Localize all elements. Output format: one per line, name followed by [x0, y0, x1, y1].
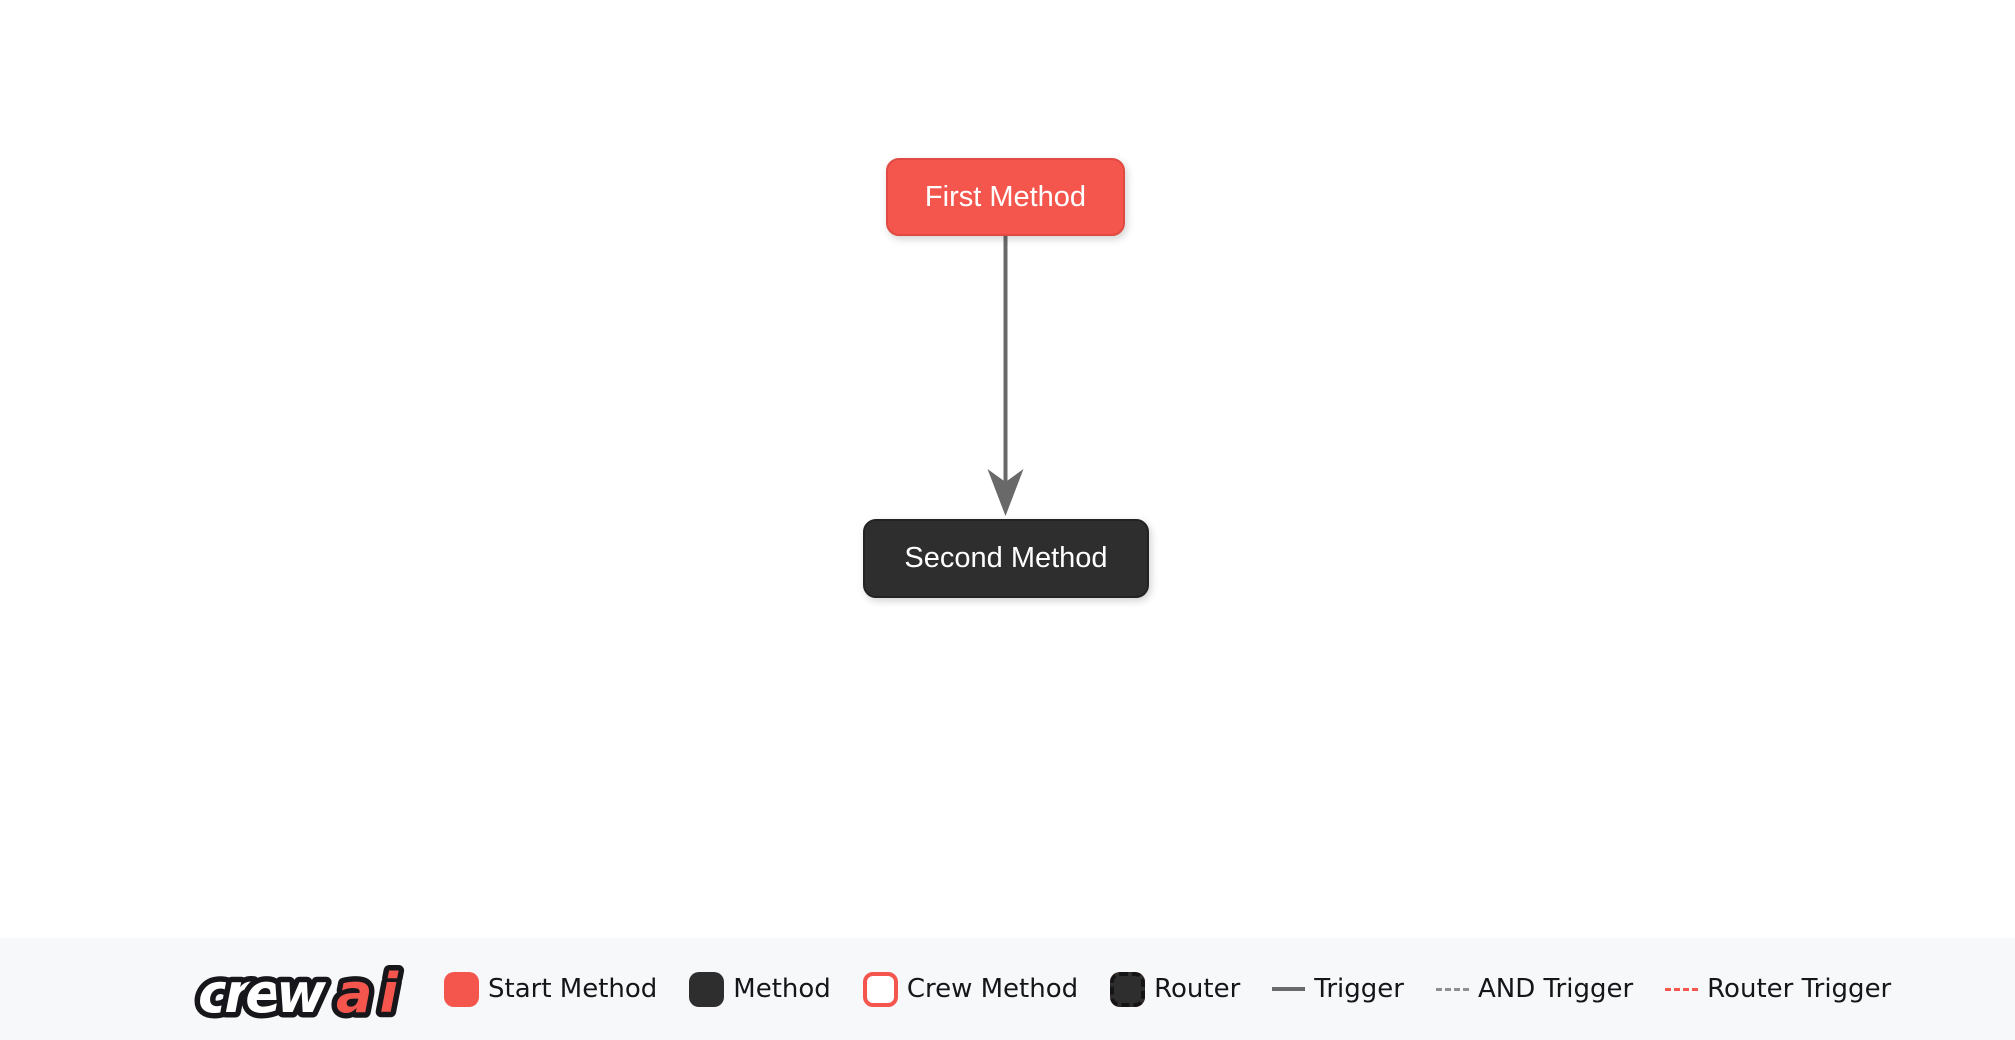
start-method-swatch-icon [444, 971, 479, 1007]
legend-item-and-trigger: AND Trigger [1435, 974, 1634, 1004]
crew-method-swatch-icon [862, 971, 898, 1007]
and-trigger-line-icon [1435, 987, 1469, 991]
node-second-method[interactable]: Second Method [863, 519, 1149, 598]
legend-label: Crew Method [906, 974, 1079, 1004]
method-swatch-icon [689, 971, 725, 1007]
legend-item-router-trigger: Router Trigger [1665, 974, 1891, 1004]
legend-label: Router [1154, 974, 1241, 1004]
node-first-method[interactable]: First Method [886, 158, 1125, 236]
logo-ai-text: ai [336, 962, 399, 1025]
legend-item-trigger: Trigger [1272, 974, 1404, 1004]
legend-label: Method [733, 974, 831, 1004]
legend-label: Start Method [488, 974, 658, 1004]
router-trigger-line-icon [1665, 987, 1699, 991]
edge-layer [987, 236, 1024, 516]
crewai-logo: crew ai [193, 957, 405, 1027]
trigger-line-icon [1272, 987, 1306, 991]
legend-label: AND Trigger [1477, 974, 1634, 1004]
legend-label: Router Trigger [1707, 974, 1892, 1004]
flow-canvas[interactable]: First Method Second Method [0, 0, 2015, 938]
legend-item-router: Router [1110, 971, 1241, 1007]
legend-item-crew-method: Crew Method [862, 971, 1079, 1007]
legend-item-start-method: Start Method [444, 971, 658, 1007]
legend-label: Trigger [1314, 974, 1404, 1004]
legend-item-method: Method [689, 971, 831, 1007]
legend-bar: crew ai Start Method Method Crew Method … [0, 938, 2015, 1040]
router-swatch-icon [1110, 971, 1146, 1007]
trigger-arrowhead-icon [987, 469, 1024, 516]
logo-crew-text: crew [198, 962, 327, 1025]
